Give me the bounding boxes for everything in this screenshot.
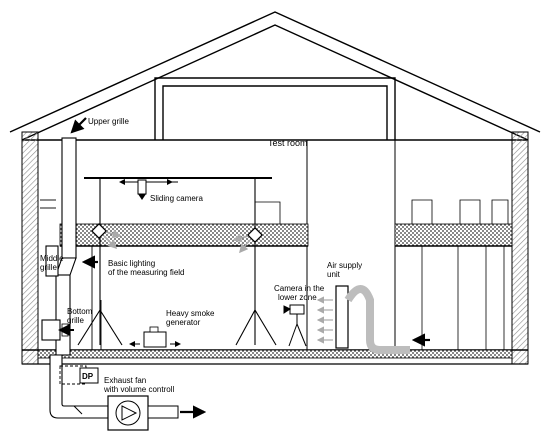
test-room-label: Test room xyxy=(268,138,308,148)
right-light-tripod xyxy=(235,178,277,346)
sliding-camera xyxy=(137,179,147,200)
basic-lighting-label-1: Basic lighting xyxy=(108,259,155,268)
roof xyxy=(9,11,541,141)
lower-zone-camera xyxy=(283,304,307,347)
light-beams xyxy=(103,229,251,254)
sliding-camera-rail xyxy=(84,177,272,185)
bottom-grille-label-2: grille xyxy=(67,316,84,325)
gallery-walkway xyxy=(59,199,513,350)
camera-lower-label-2: lower zone xyxy=(278,293,317,302)
upper-grille-arrow xyxy=(70,117,87,134)
smoke-generator-label-2: generator xyxy=(166,318,201,327)
middle-grille-label-2: grille xyxy=(40,263,57,272)
exhaust-fan-label-2: with volume controll xyxy=(103,385,174,394)
exhaust-fan xyxy=(73,395,207,431)
exhaust-fan-label-1: Exhaust fan xyxy=(104,376,146,385)
floor xyxy=(22,349,528,365)
right-wall xyxy=(511,131,529,365)
smoke-generator-label-1: Heavy smoke xyxy=(166,309,215,318)
air-supply-unit xyxy=(335,285,430,354)
bottom-grille-label-1: Bottom xyxy=(67,307,93,316)
air-supply-label-2: unit xyxy=(327,270,341,279)
air-supply-label-1: Air supply xyxy=(327,261,362,270)
exhaust-duct xyxy=(41,137,109,419)
ceiling-structure xyxy=(22,77,528,141)
upper-grille-label: Upper grille xyxy=(88,117,129,126)
dp-sensor: DP xyxy=(59,365,99,385)
basic-lighting-label-2: of the measuring field xyxy=(108,268,185,277)
supply-air-arrows xyxy=(316,296,333,344)
camera-lower-label-1: Camera in the xyxy=(274,284,325,293)
smoke-generator xyxy=(129,326,181,348)
left-light-tripod xyxy=(77,178,123,346)
sliding-camera-label: Sliding camera xyxy=(150,194,203,203)
left-wall xyxy=(21,131,39,365)
svg-text:DP: DP xyxy=(82,372,94,381)
middle-grille-label-1: Middle xyxy=(40,254,64,263)
